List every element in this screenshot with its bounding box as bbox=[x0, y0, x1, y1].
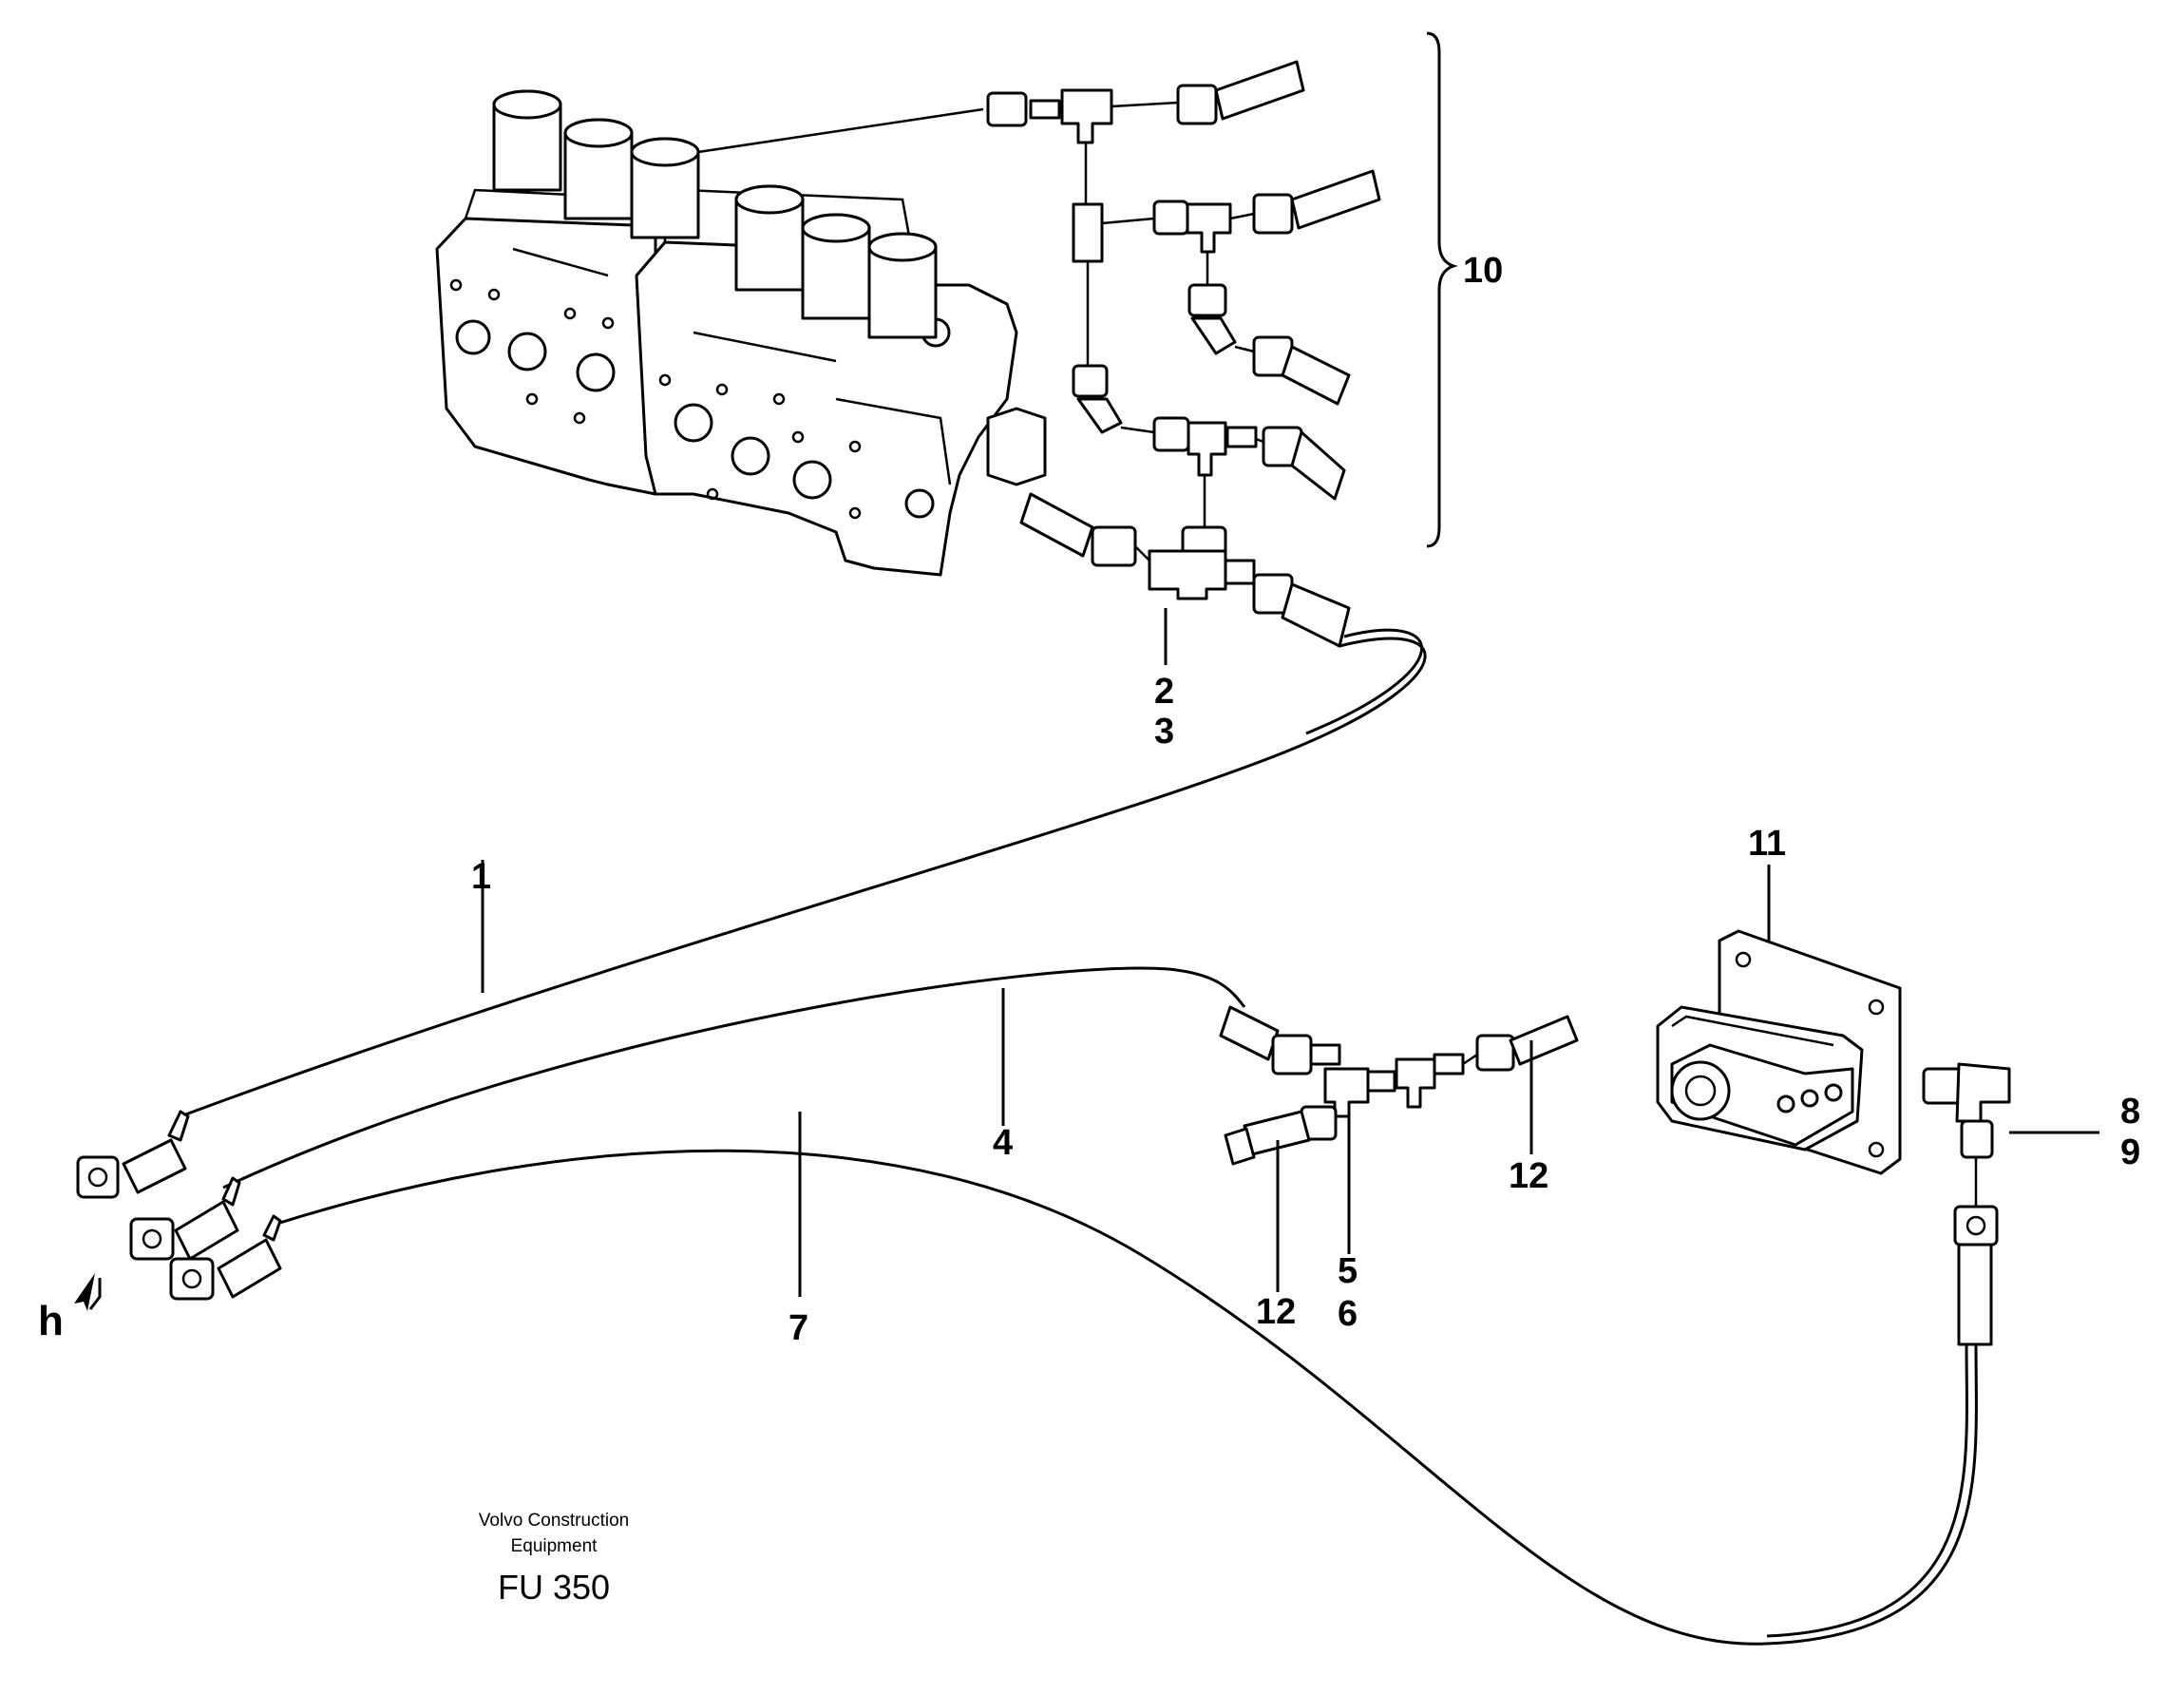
hoses bbox=[76, 628, 1978, 1646]
callout-11: 11 bbox=[1748, 824, 1786, 864]
callout-4: 4 bbox=[993, 1123, 1013, 1163]
control-valve-block bbox=[435, 89, 1047, 577]
callout-6: 6 bbox=[1338, 1294, 1358, 1334]
callout-10: 10 bbox=[1463, 251, 1503, 291]
group-brace bbox=[1426, 31, 1458, 548]
leader-lines bbox=[88, 608, 2099, 1310]
footer-company-line2: Equipment bbox=[511, 1536, 598, 1556]
view-direction-arrow bbox=[74, 1273, 95, 1311]
callout-9: 9 bbox=[2120, 1133, 2140, 1172]
center-fittings bbox=[1219, 1005, 1579, 1166]
footer: Volvo Construction Equipment FU 350 bbox=[479, 1511, 629, 1607]
callout-8: 8 bbox=[2120, 1092, 2140, 1132]
pilot-line-assembly bbox=[697, 60, 1381, 648]
footer-company-line1: Volvo Construction bbox=[479, 1511, 629, 1531]
view-direction-h: h bbox=[38, 1298, 64, 1344]
callout-7: 7 bbox=[788, 1308, 808, 1348]
footer-figure-code: FU 350 bbox=[498, 1568, 610, 1607]
callout-12-right: 12 bbox=[1509, 1156, 1548, 1196]
callout-2: 2 bbox=[1154, 672, 1174, 712]
callout-5: 5 bbox=[1338, 1251, 1358, 1291]
callout-1: 1 bbox=[471, 857, 491, 897]
solenoid-coils bbox=[492, 89, 938, 339]
callout-3: 3 bbox=[1154, 712, 1174, 752]
callout-12-left: 12 bbox=[1256, 1292, 1296, 1332]
tee-fitting-8-9 bbox=[1922, 1062, 2011, 1346]
callout-labels: 1 2 3 4 5 6 7 8 9 10 11 12 12 h bbox=[38, 251, 2140, 1348]
solenoid-valve-11 bbox=[1656, 929, 1902, 1175]
valve-ports bbox=[449, 278, 862, 520]
